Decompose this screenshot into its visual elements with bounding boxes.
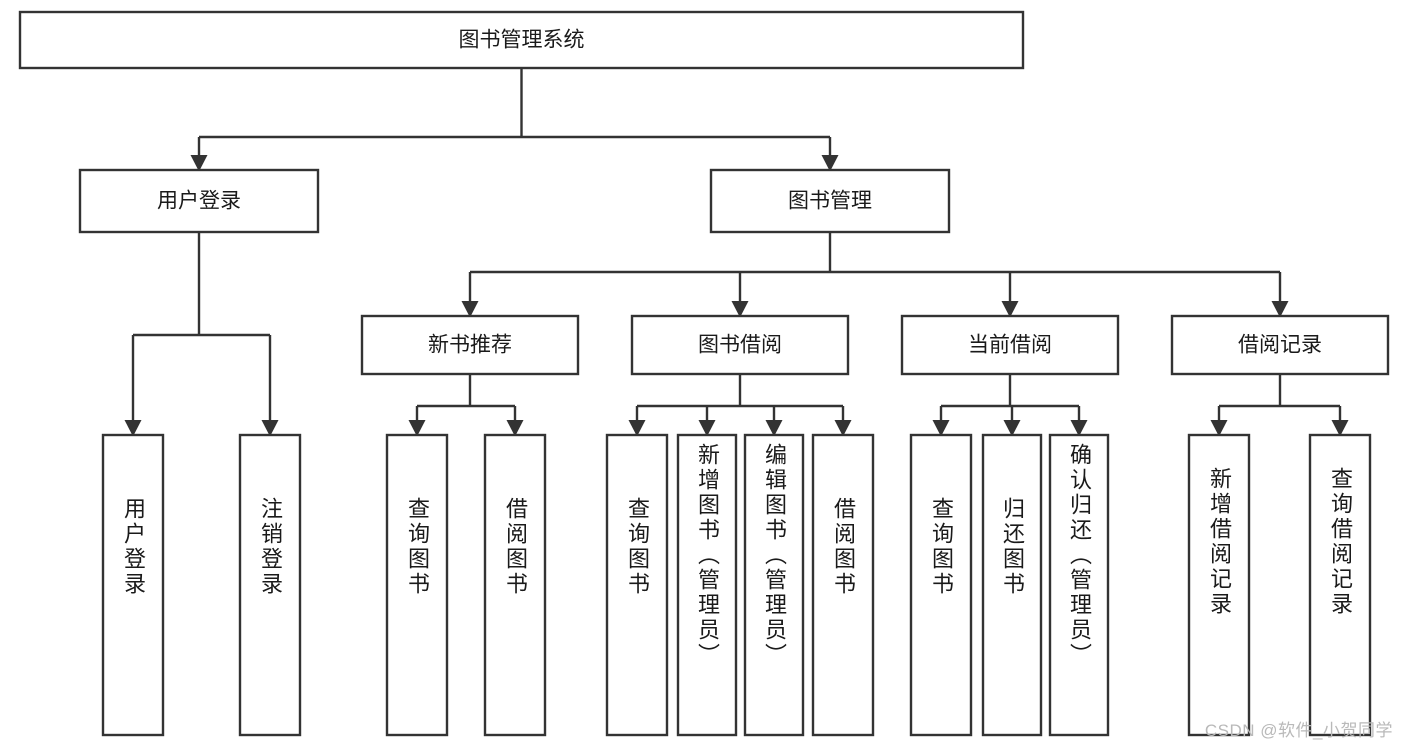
node-new-book-recommend-label: 新书推荐 bbox=[428, 334, 512, 357]
leaf-box-rec-borrow-book[interactable] bbox=[483, 433, 547, 737]
node-borrow-record-label: 借阅记录 bbox=[1238, 334, 1322, 357]
node-root-label: 图书管理系统 bbox=[459, 29, 585, 52]
node-root[interactable]: 图书管理系统 bbox=[18, 10, 1025, 70]
node-current-borrow-label: 当前借阅 bbox=[968, 334, 1052, 357]
csdn-watermark: CSDN @软件_小贺同学 bbox=[1204, 721, 1393, 740]
node-current-borrow-box[interactable] bbox=[900, 314, 1120, 376]
node-user-login-label: 用户登录 bbox=[157, 190, 241, 213]
connectors-layer bbox=[124, 68, 1349, 437]
node-user-login[interactable]: 用户登录 bbox=[78, 168, 320, 234]
leaf-boxes-layer bbox=[101, 433, 1372, 737]
leaf-box-record-query[interactable] bbox=[1308, 433, 1372, 737]
node-new-book-recommend[interactable]: 新书推荐 bbox=[360, 314, 580, 376]
leaf-box-current-query-book[interactable] bbox=[909, 433, 973, 737]
node-user-login-box[interactable] bbox=[78, 168, 320, 234]
leaf-box-borrow-query-book[interactable] bbox=[605, 433, 669, 737]
node-borrow-record[interactable]: 借阅记录 bbox=[1170, 314, 1390, 376]
leaf-box-rec-query-book[interactable] bbox=[385, 433, 449, 737]
node-book-management-box[interactable] bbox=[709, 168, 951, 234]
leaf-box-borrow-edit-book[interactable] bbox=[743, 433, 805, 737]
node-new-book-recommend-box[interactable] bbox=[360, 314, 580, 376]
node-book-borrow-label: 图书借阅 bbox=[698, 334, 782, 357]
leaf-box-borrow-add-book[interactable] bbox=[676, 433, 738, 737]
node-current-borrow[interactable]: 当前借阅 bbox=[900, 314, 1120, 376]
node-book-management-label: 图书管理 bbox=[788, 190, 872, 213]
node-book-borrow[interactable]: 图书借阅 bbox=[630, 314, 850, 376]
leaf-box-current-return-book[interactable] bbox=[981, 433, 1043, 737]
node-borrow-record-box[interactable] bbox=[1170, 314, 1390, 376]
leaf-box-current-confirm-return[interactable] bbox=[1048, 433, 1110, 737]
leaf-box-borrow-borrow-book[interactable] bbox=[811, 433, 875, 737]
leaf-box-record-add[interactable] bbox=[1187, 433, 1251, 737]
node-root-box[interactable] bbox=[18, 10, 1025, 70]
node-book-management[interactable]: 图书管理 bbox=[709, 168, 951, 234]
leaf-box-logout[interactable] bbox=[238, 433, 302, 737]
leaf-box-user-login[interactable] bbox=[101, 433, 165, 737]
node-book-borrow-box[interactable] bbox=[630, 314, 850, 376]
